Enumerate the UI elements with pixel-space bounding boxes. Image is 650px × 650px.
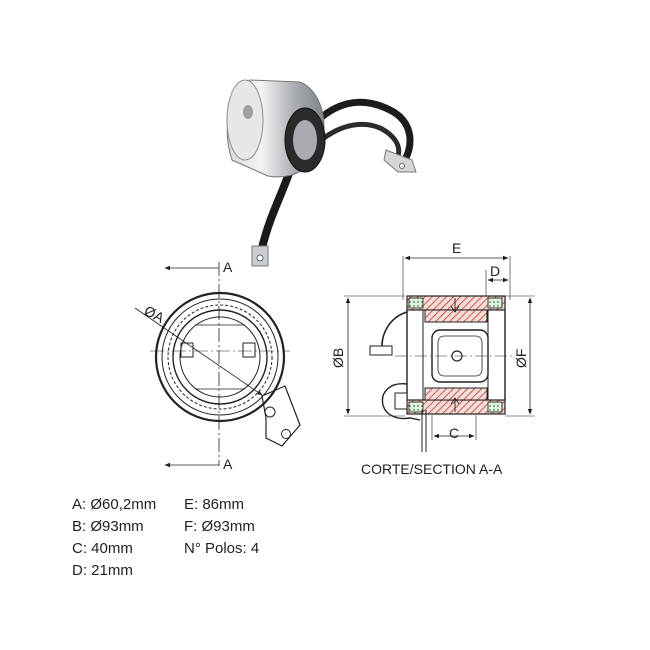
coil-winding — [408, 401, 424, 413]
section-label-top: A — [223, 259, 233, 275]
cable — [297, 98, 414, 162]
outer-housing — [154, 291, 286, 423]
dim-label-A: ØA — [142, 302, 168, 326]
section-caption: CORTE/SECTION A-A — [361, 461, 503, 477]
coil-winding — [487, 401, 503, 413]
spec-F: F: Ø93mm — [184, 518, 255, 535]
bore — [179, 316, 261, 398]
blade-terminal — [383, 149, 417, 173]
section-label-bottom: A — [223, 456, 233, 472]
terminal-bracket — [381, 383, 421, 421]
cable — [258, 163, 296, 249]
drum-end-face — [226, 79, 264, 161]
product-photo — [226, 79, 417, 267]
wire-terminal — [369, 345, 393, 356]
front-view — [134, 262, 301, 468]
contact-plate — [424, 309, 488, 323]
dim-label-F: ØF — [513, 349, 529, 368]
dim-label-D: D — [490, 263, 500, 279]
spec-E: E: 86mm — [184, 496, 245, 513]
spec-A: A: Ø60,2mm — [72, 496, 157, 513]
section-view — [344, 255, 535, 452]
spec-poles: N° Polos: 4 — [184, 540, 260, 557]
dim-label-B: ØB — [330, 348, 346, 368]
pole-shoe — [180, 342, 194, 358]
spec-B: B: Ø93mm — [72, 518, 144, 535]
dim-line-A — [134, 307, 263, 396]
coil-winding — [408, 297, 424, 309]
coil-winding — [487, 297, 503, 309]
dim-label-C: C — [449, 425, 459, 441]
terminal-lug — [261, 385, 301, 447]
contact-plate — [424, 387, 488, 401]
pole-shoe — [242, 342, 256, 358]
spec-D: D: 21mm — [72, 562, 133, 579]
lead-wire — [381, 311, 408, 347]
spec-C: C: 40mm — [72, 540, 133, 557]
dim-label-E: E — [452, 240, 461, 256]
